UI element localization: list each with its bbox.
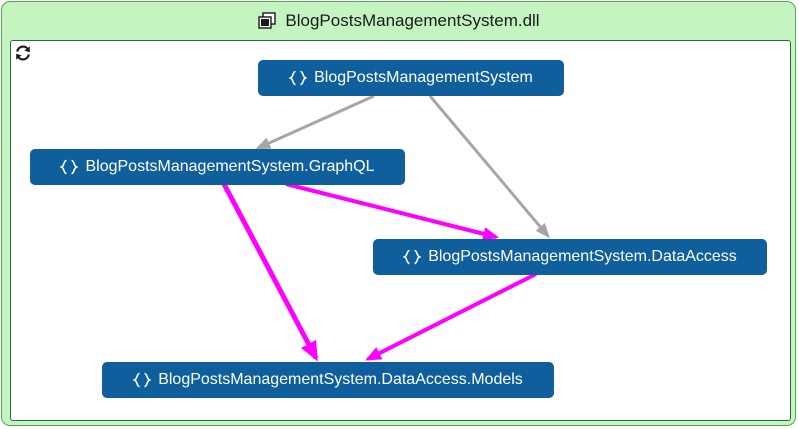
node-label: BlogPostsManagementSystem.DataAccess.Mod… bbox=[158, 371, 523, 388]
refresh-icon[interactable] bbox=[14, 44, 32, 62]
namespace-icon bbox=[133, 372, 152, 388]
node-blogpostsmanagementsystem-dataaccess[interactable]: BlogPostsManagementSystem.DataAccess bbox=[373, 239, 767, 275]
node-label: BlogPostsManagementSystem.DataAccess bbox=[428, 248, 737, 265]
assembly-header: BlogPostsManagementSystem.dll bbox=[2, 2, 795, 40]
dll-assembly-icon bbox=[258, 12, 277, 29]
namespace-icon bbox=[403, 249, 422, 265]
node-blogpostsmanagementsystem[interactable]: BlogPostsManagementSystem bbox=[258, 60, 564, 96]
node-blogpostsmanagementsystem-graphql[interactable]: BlogPostsManagementSystem.GraphQL bbox=[30, 149, 405, 185]
node-label: BlogPostsManagementSystem.GraphQL bbox=[85, 158, 375, 175]
node-blogpostsmanagementsystem-dataaccess-models[interactable]: BlogPostsManagementSystem.DataAccess.Mod… bbox=[102, 362, 554, 398]
namespace-icon bbox=[60, 159, 79, 175]
node-label: BlogPostsManagementSystem bbox=[314, 69, 533, 86]
assembly-title: BlogPostsManagementSystem.dll bbox=[285, 11, 540, 30]
namespace-icon bbox=[289, 70, 308, 86]
